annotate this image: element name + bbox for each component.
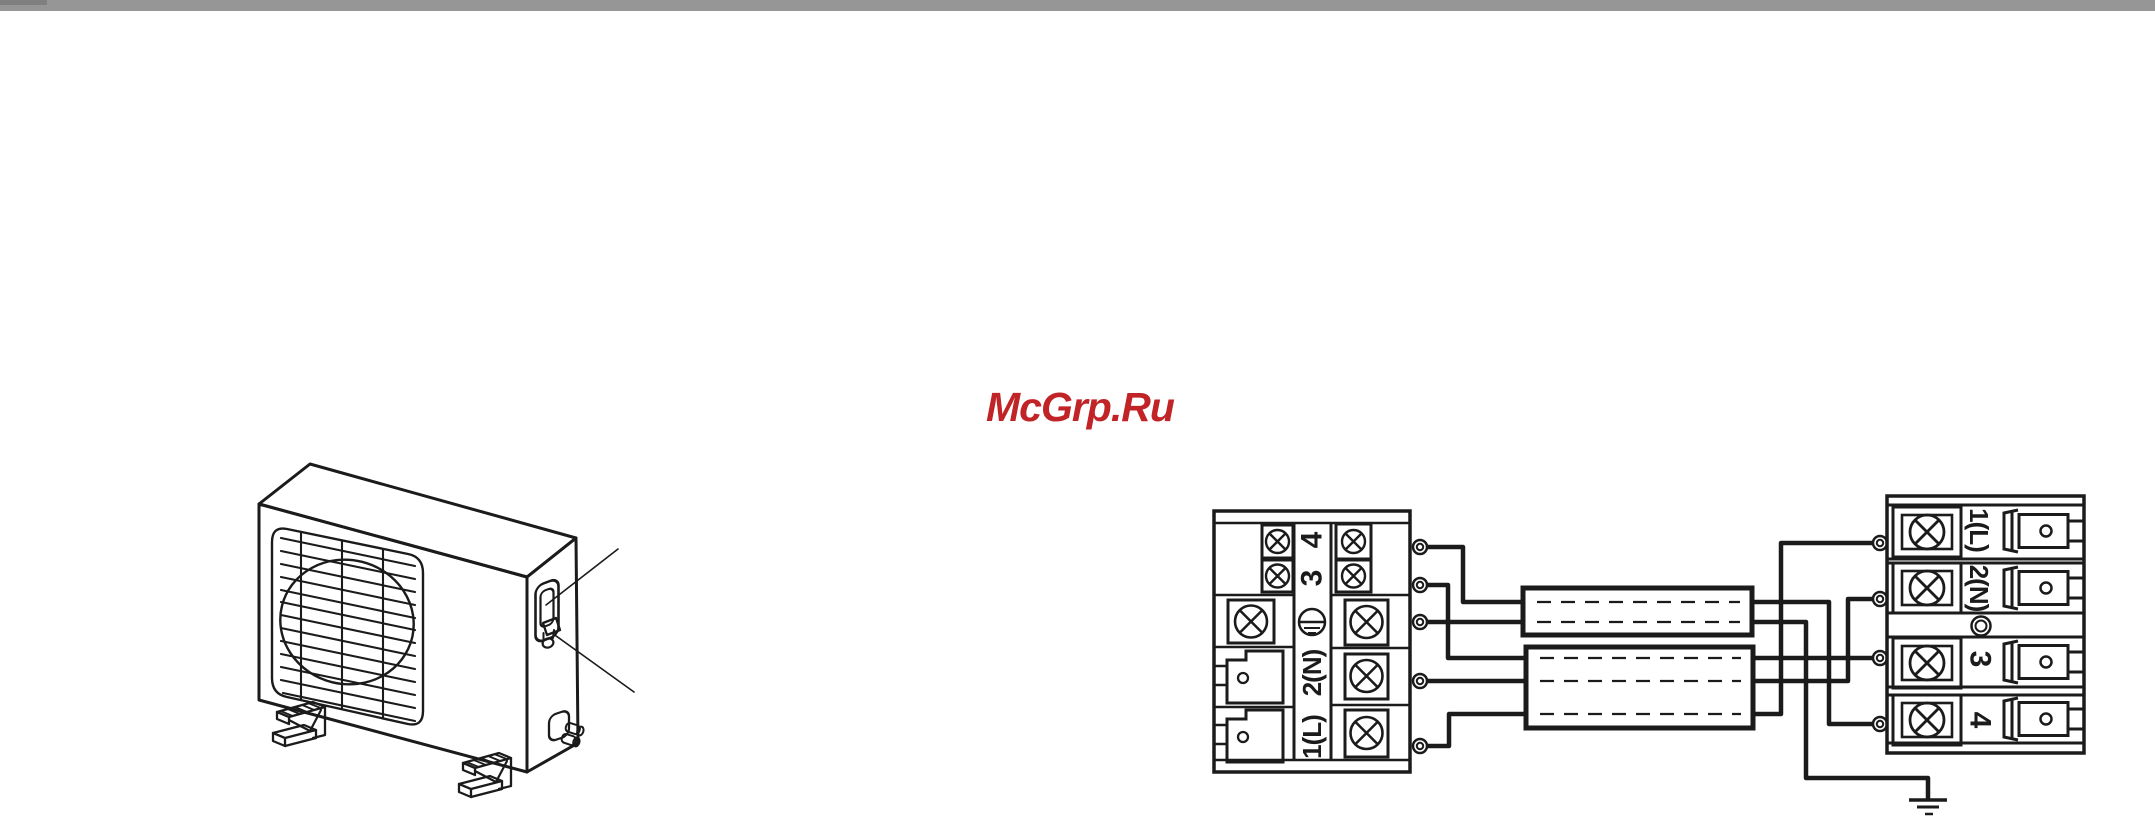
shielded-cable-lower bbox=[1523, 644, 1756, 731]
ground-icon bbox=[1909, 798, 1947, 816]
terminal-label-1l: 1(L) bbox=[1297, 715, 1327, 759]
outdoor-unit-illustration bbox=[257, 462, 635, 799]
leader-line-lower bbox=[551, 632, 635, 693]
wiring-diagram: 4 3 2(N) 1(L) bbox=[1212, 494, 2086, 816]
unit-body bbox=[257, 462, 580, 774]
watermark-text: McGrp.Ru bbox=[986, 384, 1175, 430]
pipe-fittings bbox=[547, 710, 585, 748]
top-bar bbox=[0, 0, 2155, 11]
wires bbox=[1427, 540, 1931, 799]
double-circle-icon bbox=[1970, 615, 1992, 637]
leader-line-upper bbox=[545, 548, 619, 606]
terminal-label-2n: 2(N) bbox=[1297, 649, 1327, 696]
terminal-label-4: 4 bbox=[1964, 712, 1997, 729]
mounting-foot bbox=[271, 700, 327, 748]
shielded-cable-upper bbox=[1520, 585, 1755, 638]
indoor-terminal-block: 1(L) 2(N) 3 4 bbox=[1871, 494, 2086, 755]
outdoor-terminal-block: 4 3 2(N) 1(L) bbox=[1212, 509, 1429, 774]
top-bar-accent bbox=[0, 0, 47, 5]
terminal-label-1l: 1(L) bbox=[1964, 508, 1994, 552]
earth-symbol-icon bbox=[1297, 607, 1327, 637]
terminal-label-3: 3 bbox=[1964, 651, 1997, 668]
terminal-label-2n: 2(N) bbox=[1964, 565, 1994, 612]
fan-grille bbox=[270, 527, 425, 726]
terminal-label-4: 4 bbox=[1296, 531, 1329, 548]
terminal-label-3: 3 bbox=[1296, 570, 1329, 587]
fan-circle bbox=[279, 558, 415, 686]
